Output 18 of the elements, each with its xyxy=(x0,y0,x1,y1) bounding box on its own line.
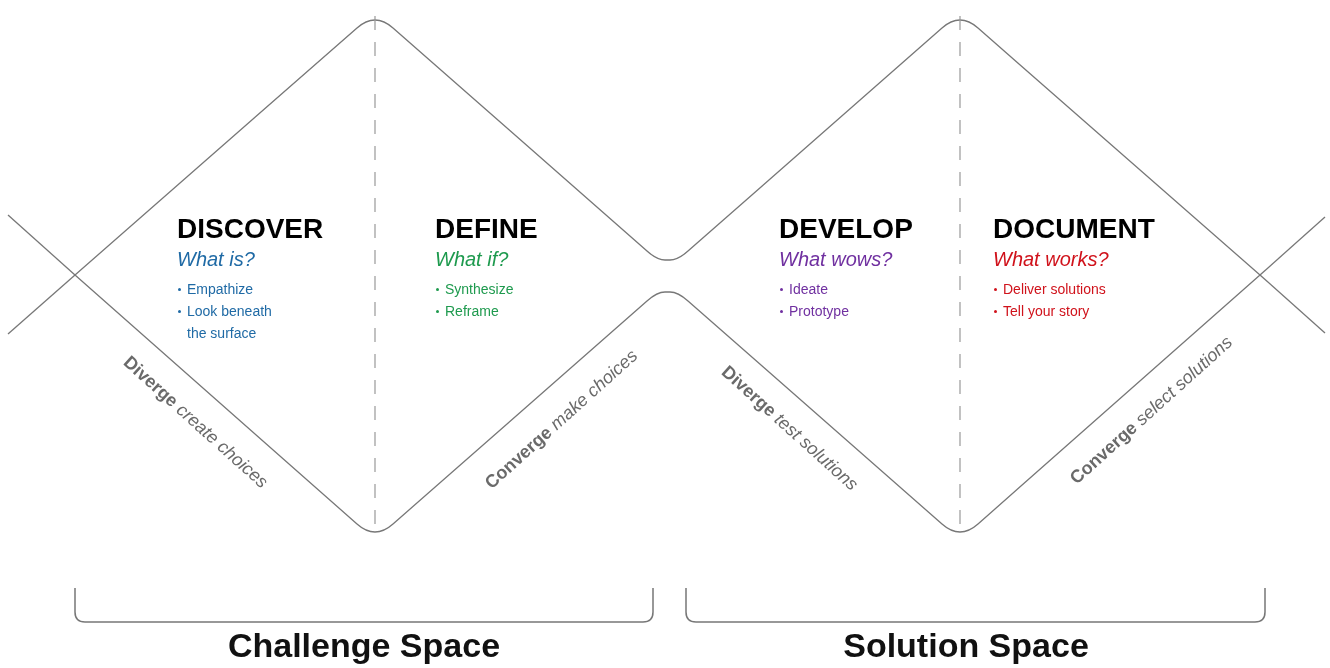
phase-question: What is? xyxy=(177,247,255,272)
bullet-item: Empathize xyxy=(177,278,291,300)
bullet-item: Look beneath the surface xyxy=(177,300,291,344)
space-label: Solution Space xyxy=(843,625,1089,666)
phase-heading: DEVELOP xyxy=(779,212,913,246)
phase-question: What wows? xyxy=(779,247,893,272)
bullet-item: Tell your story xyxy=(993,300,1090,322)
bullet-item: Synthesize xyxy=(435,278,514,300)
phase-heading: DOCUMENT xyxy=(993,212,1155,246)
bullet-item: Reframe xyxy=(435,300,499,322)
bullet-item: Prototype xyxy=(779,300,849,322)
phase-heading: DISCOVER xyxy=(177,212,324,246)
bullet-item: Deliver solutions xyxy=(993,278,1106,300)
bullet-item: Ideate xyxy=(779,278,828,300)
space-label: Challenge Space xyxy=(227,625,501,666)
phase-heading: DEFINE xyxy=(435,212,538,246)
phase-question: What works? xyxy=(993,247,1109,272)
phase-question: What if? xyxy=(435,247,509,272)
